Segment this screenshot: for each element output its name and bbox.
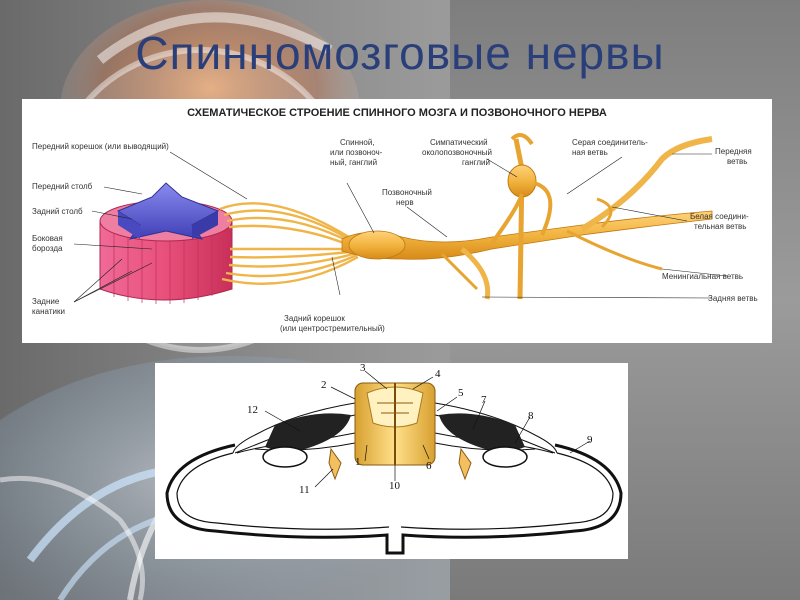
number-label-6: 6 [426, 460, 432, 472]
label-meningeal-ramus: Менингиальная ветвь [662, 272, 743, 281]
label-anterior-ramus: Передняя [715, 147, 752, 156]
label-white-ramus: Белая соедини- [690, 212, 749, 221]
label-spinal-ganglion-2: или позвоноч- [330, 148, 383, 157]
diagram1-svg: СХЕМАТИЧЕСКОЕ СТРОЕНИЕ СПИННОГО МОЗГА И … [32, 107, 758, 333]
spinal-nerve-structure-diagram: СХЕМАТИЧЕСКОЕ СТРОЕНИЕ СПИННОГО МОЗГА И … [22, 99, 772, 343]
number-label-4: 4 [435, 368, 441, 380]
label-spinal-nerve-2: нерв [396, 198, 414, 207]
label-posterior-funiculi: Задние [32, 297, 60, 306]
label-posterior-ramus: Задняя ветвь [708, 294, 758, 303]
number-label-2: 2 [321, 379, 327, 391]
diagram-heading: СХЕМАТИЧЕСКОЕ СТРОЕНИЕ СПИННОГО МОЗГА И … [187, 107, 607, 119]
label-lateral-groove-2: борозда [32, 244, 63, 253]
nerve-rootlets [219, 202, 359, 285]
label-lateral-groove: Боковая [32, 234, 63, 243]
diagram2-svg: 1 2 3 4 5 6 7 8 9 10 11 12 [165, 362, 623, 555]
number-label-3: 3 [360, 363, 366, 374]
label-posterior-root-2: (или центростремительный) [280, 324, 385, 333]
spinal-cord-cross-section [354, 382, 436, 466]
label-anterior-root: Передний корешок (или выводящий) [32, 142, 169, 151]
label-sympathetic-ganglion-2: околопозвоночный [422, 148, 492, 157]
label-gray-ramus: Серая соединитель- [572, 138, 648, 147]
spinal-nerve-trunk [341, 133, 713, 300]
label-anterior-column: Передний столб [32, 182, 93, 191]
label-posterior-root: Задний корешок [284, 314, 345, 323]
label-gray-ramus-2: ная ветвь [572, 148, 608, 157]
label-sympathetic-ganglion-3: ганглий [462, 158, 490, 167]
label-white-ramus-2: тельная ветвь [694, 222, 746, 231]
spinal-cord-segment [99, 182, 233, 304]
label-sympathetic-ganglion: Симпатический [430, 138, 488, 147]
slide-title: Спинномозговые нервы [135, 27, 665, 79]
label-spinal-ganglion-3: ный, ганглий [330, 158, 377, 167]
label-anterior-ramus-2: ветвь [727, 157, 747, 166]
label-leader-lines [73, 151, 728, 303]
number-label-11: 11 [299, 484, 310, 496]
label-spinal-nerve: Позвоночный [382, 188, 432, 197]
number-leader-lines [264, 370, 591, 488]
number-label-9: 9 [587, 434, 593, 446]
nerve-root-bundles [265, 413, 525, 451]
label-posterior-column: Задний столб [32, 207, 83, 216]
number-label-5: 5 [458, 387, 464, 399]
number-label-7: 7 [481, 394, 487, 406]
number-label-1: 1 [355, 456, 361, 468]
label-posterior-funiculi-2: канатики [32, 307, 65, 316]
label-spinal-ganglion: Спинной, [340, 138, 375, 147]
number-label-12: 12 [247, 404, 258, 416]
number-label-10: 10 [389, 480, 401, 492]
number-label-8: 8 [528, 410, 534, 422]
spinal-cord-cross-section-diagram: 1 2 3 4 5 6 7 8 9 10 11 12 [155, 362, 628, 559]
